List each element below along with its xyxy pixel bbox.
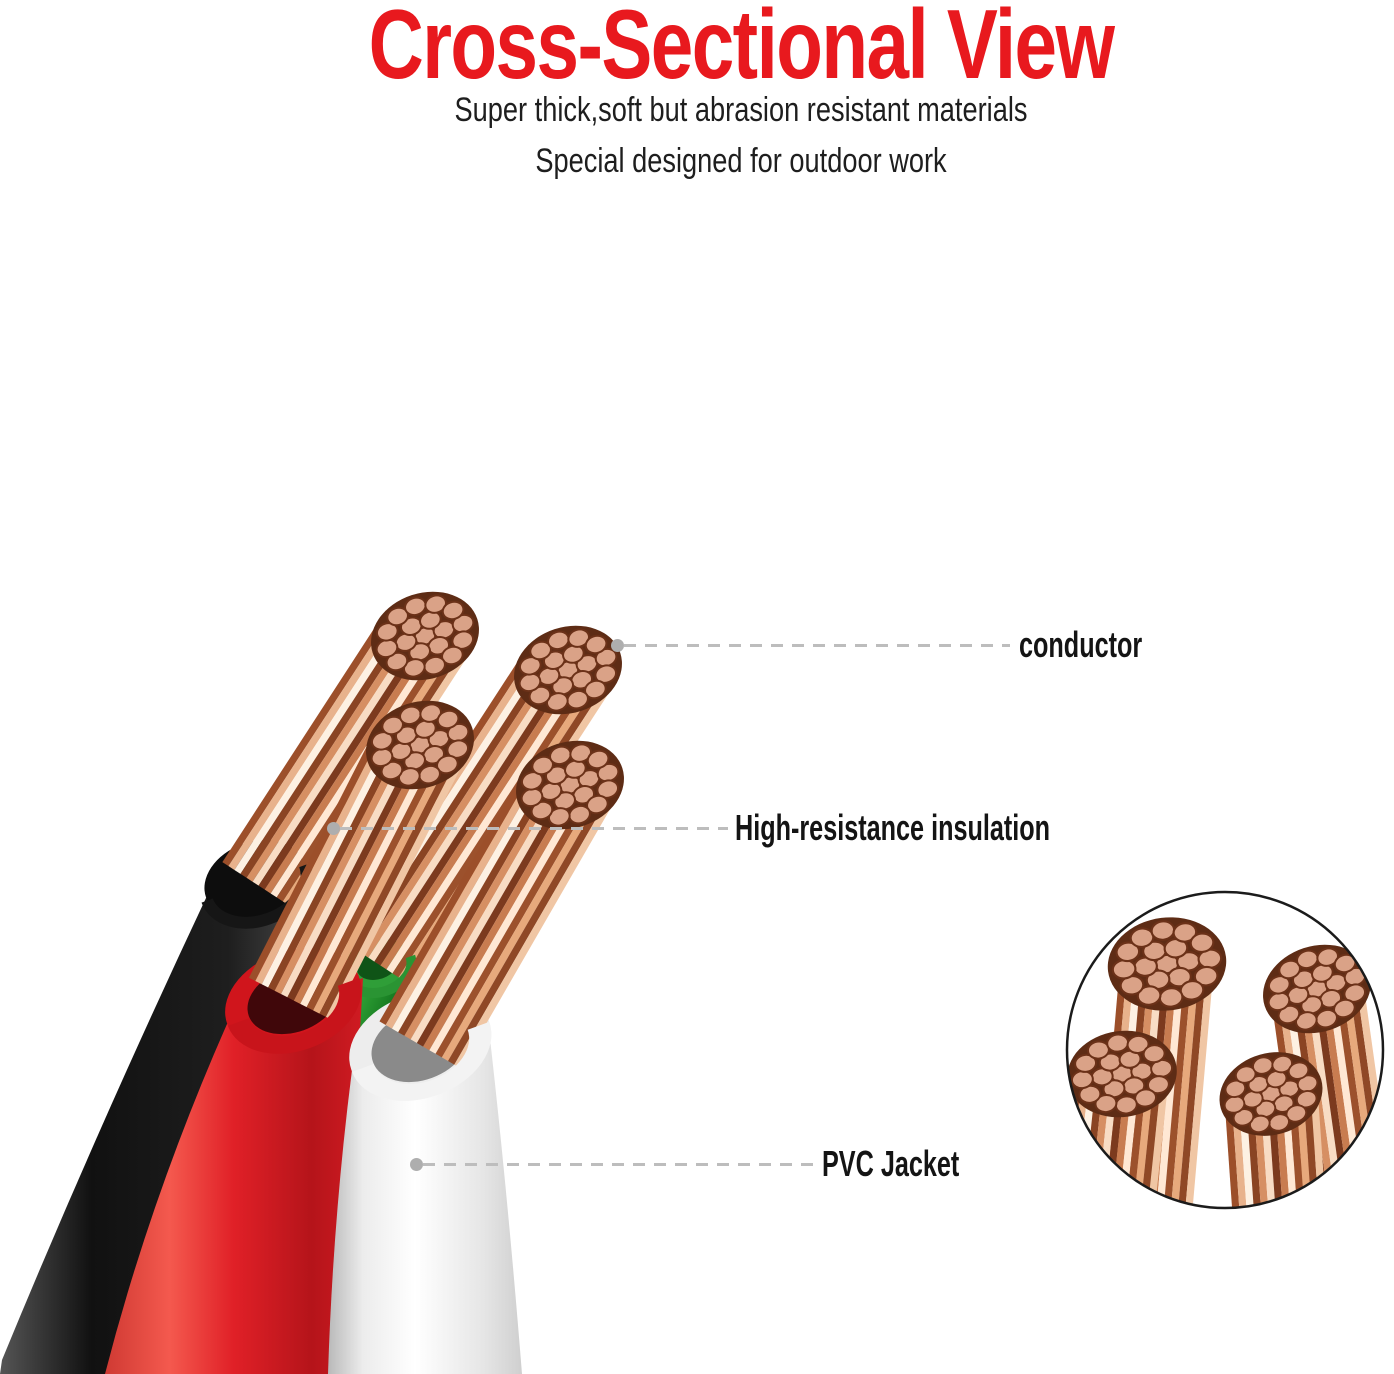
- callout-insulation: High-resistance insulation: [327, 807, 1185, 848]
- callout-conductor-label: conductor: [1019, 624, 1143, 665]
- callout-pvc-jacket: PVC Jacket: [410, 1143, 1018, 1184]
- callout-insulation-label: High-resistance insulation: [735, 807, 1051, 848]
- inset-border: [1065, 890, 1385, 1210]
- red-jacket: [105, 978, 363, 1374]
- black-jacket: [0, 862, 304, 1374]
- white-jacket-lip: [352, 1021, 492, 1101]
- subtitle-line-2: Special designed for outdoor work: [535, 142, 947, 180]
- leader-dashed-line: [423, 1162, 814, 1166]
- leader-dot: [327, 821, 340, 835]
- leader-dashed-line: [340, 826, 728, 830]
- magnifier-inset: [1065, 890, 1385, 1210]
- page-title: Cross-Sectional View: [368, 0, 1115, 99]
- leader-dot: [611, 638, 624, 652]
- callout-pvc-jacket-label: PVC Jacket: [822, 1143, 960, 1184]
- callout-conductor: conductor: [611, 624, 1195, 665]
- red-jacket-lip: [227, 977, 362, 1054]
- leader-dashed-line: [624, 643, 1010, 647]
- cable-cross-section-photo: [0, 577, 637, 1374]
- subtitle-line-1: Super thick,soft but abrasion resistant …: [454, 91, 1028, 129]
- white-jacket: [328, 1021, 522, 1374]
- leader-dot: [410, 1157, 423, 1171]
